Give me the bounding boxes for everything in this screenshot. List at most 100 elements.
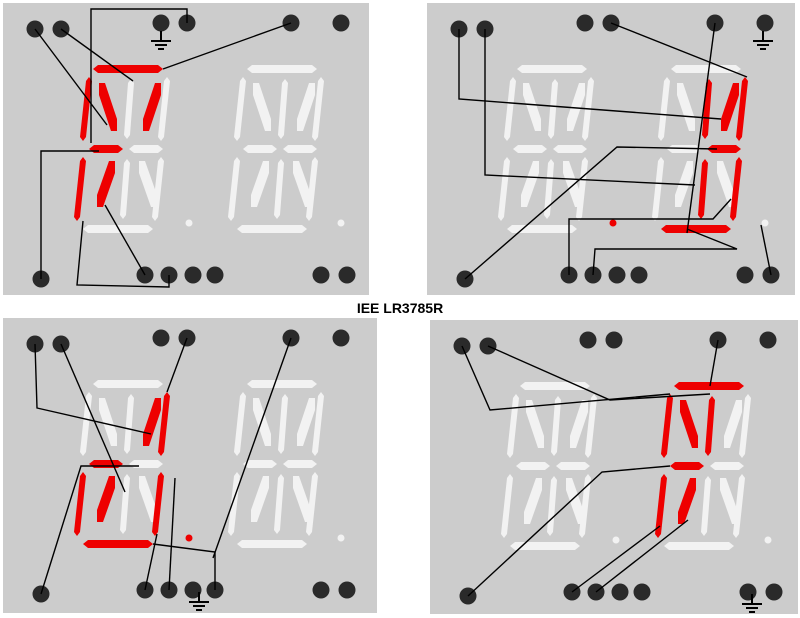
connector-pin xyxy=(739,583,757,601)
digit-2-segment-j xyxy=(297,398,315,446)
digit-1-segment-c xyxy=(579,474,591,538)
digit-1-segment-e xyxy=(498,157,510,221)
digit-2-decimal-point xyxy=(761,219,769,227)
wire xyxy=(104,204,146,276)
wire xyxy=(34,28,108,126)
digit-2-segment-l-lit xyxy=(698,159,708,219)
digit-1-segment-l xyxy=(120,159,130,219)
digit-2-segment-c xyxy=(306,472,318,536)
digit-1-segment-g1 xyxy=(516,462,550,470)
digit-2-segment-d xyxy=(237,225,307,233)
digit-1-segment-c xyxy=(152,157,164,221)
wire xyxy=(40,465,139,595)
digit-1-segment-k-lit xyxy=(97,476,115,522)
digit-2-segment-g2 xyxy=(710,462,744,470)
digit-1-decimal-point xyxy=(612,536,620,544)
connector-pin xyxy=(611,583,629,601)
connector-pin xyxy=(332,329,350,347)
digit-1-segment-g2 xyxy=(129,460,163,468)
digit-1-segment-j xyxy=(570,400,588,448)
digit-1-segment-g2 xyxy=(129,145,163,153)
digit-2-segment-l xyxy=(274,474,284,534)
panel-background xyxy=(430,320,798,614)
digit-2-segment-b-lit xyxy=(736,77,748,141)
wire xyxy=(60,28,134,82)
wire xyxy=(90,8,188,143)
wire xyxy=(709,339,719,387)
digit-2-segment-g2 xyxy=(283,145,317,153)
digit-2-segment-i-lit xyxy=(705,396,715,456)
digit-2-decimal-point xyxy=(337,219,345,227)
digit-1-segment-e-lit xyxy=(74,157,86,221)
connector-pin xyxy=(756,14,774,32)
digit-1-segment-k-lit xyxy=(97,161,115,207)
connector-pin xyxy=(206,266,224,284)
digit-2-segment-e-lit xyxy=(655,474,667,538)
digit-1-decimal-point xyxy=(609,219,617,227)
wire xyxy=(76,220,170,288)
panel-bottom-right xyxy=(430,320,798,614)
connector-pin xyxy=(633,583,651,601)
digit-1-segment-g2 xyxy=(553,145,587,153)
panel-top-left xyxy=(3,3,369,295)
wire xyxy=(568,198,732,275)
wire xyxy=(686,22,716,234)
connector-pin xyxy=(765,583,783,601)
panel-top-right xyxy=(427,3,795,295)
digit-2-segment-m xyxy=(717,161,735,207)
digit-2-segment-d xyxy=(237,540,307,548)
digit-2-segment-d-lit xyxy=(661,225,731,233)
digit-1-segment-i xyxy=(548,79,558,139)
ground-icon xyxy=(742,594,762,613)
digit-1-decimal-point xyxy=(185,219,193,227)
digit-2-decimal-point xyxy=(337,534,345,542)
digit-2-segment-e xyxy=(228,472,240,536)
diagram-caption: IEE LR3785R xyxy=(357,300,443,316)
digit-2-segment-l xyxy=(274,159,284,219)
digit-2-segment-g2 xyxy=(283,460,317,468)
wire xyxy=(592,228,738,276)
digit-1-segment-e-lit xyxy=(74,472,86,536)
digit-2-segment-j-lit xyxy=(721,83,739,131)
digit-1-segment-c xyxy=(576,157,588,221)
digit-1-segment-h xyxy=(526,400,544,448)
digit-2-segment-b xyxy=(312,392,324,456)
digit-2-segment-k-lit xyxy=(678,478,696,524)
digit-1-segment-d-lit xyxy=(83,540,153,548)
digit-2-segment-a xyxy=(671,65,741,73)
digit-1-segment-i xyxy=(124,79,134,139)
connector-pin xyxy=(312,266,330,284)
wire xyxy=(571,525,661,593)
connector-pin xyxy=(579,331,597,349)
digit-1-segment-d xyxy=(507,225,577,233)
connector-pin xyxy=(736,266,754,284)
connector-pin xyxy=(630,266,648,284)
wire xyxy=(458,29,722,120)
wire xyxy=(168,477,176,591)
panel-background xyxy=(3,318,377,613)
digit-1-segment-a xyxy=(93,380,163,388)
wire xyxy=(166,337,188,393)
panel-bottom-left xyxy=(3,318,377,613)
connector-pin xyxy=(184,581,202,599)
digit-1-segment-m xyxy=(139,161,157,207)
connector-pin xyxy=(312,581,330,599)
wire xyxy=(595,519,689,593)
digit-2-segment-h xyxy=(253,398,271,446)
connector-pin xyxy=(152,14,170,32)
connector-pin xyxy=(152,329,170,347)
digit-1-segment-b xyxy=(158,77,170,141)
digit-2-segment-c-lit xyxy=(730,157,742,221)
digit-2-segment-h-lit xyxy=(680,400,698,448)
digit-1-segment-g1-lit xyxy=(89,460,123,468)
digit-1-segment-m xyxy=(563,161,581,207)
wire xyxy=(162,22,292,70)
digit-1-segment-h xyxy=(99,398,117,446)
ground-icon xyxy=(151,31,171,50)
digit-1-segment-k xyxy=(521,161,539,207)
ground-icon xyxy=(753,31,773,50)
digit-2-segment-e xyxy=(228,157,240,221)
digit-2-segment-i xyxy=(278,79,288,139)
connector-pin xyxy=(338,581,356,599)
digit-2-segment-a xyxy=(247,65,317,73)
